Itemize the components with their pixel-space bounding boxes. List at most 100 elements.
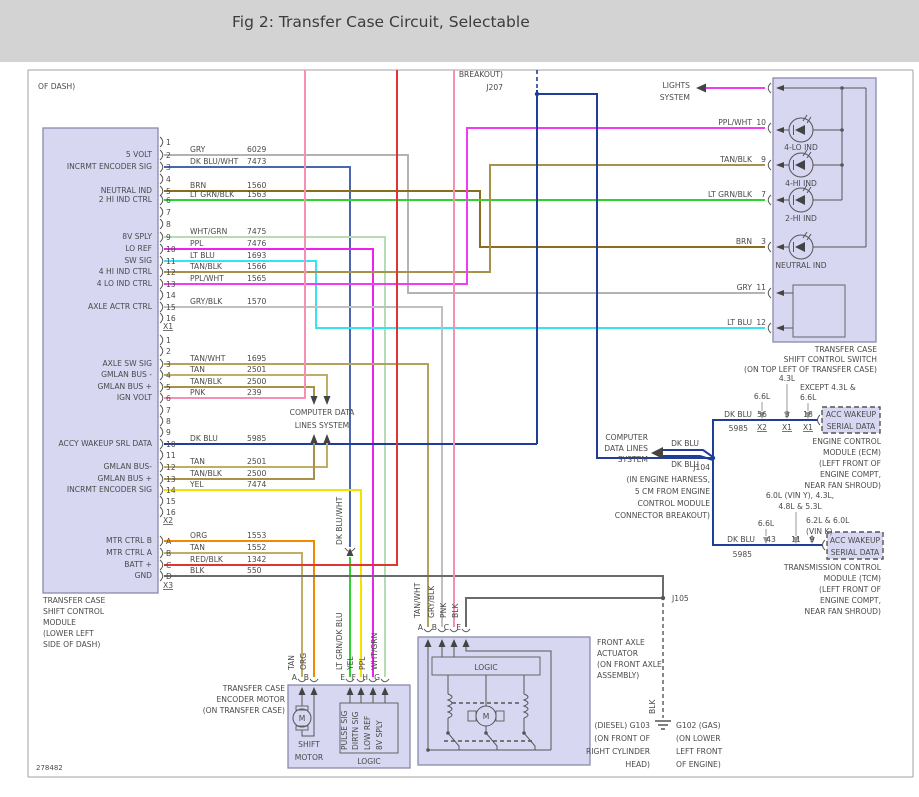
wire-tanblk-2500-b: [164, 442, 315, 480]
static-labels: TRANSFER CASE SHIFT CONTROL MODULE (LOWE…: [42, 70, 882, 769]
module.x2.rows.9.ckt: 5985: [247, 434, 266, 443]
module.x2.rows.3.sig: GMLAN BUS -: [101, 370, 152, 379]
module.x2.pins.1: 2: [166, 347, 171, 356]
module.x1.pins.7: 8: [166, 220, 171, 229]
encoder.pins.5: G: [374, 673, 380, 682]
module.x1.pins.1: 2: [166, 151, 171, 160]
module.x1.pins.8: 9: [166, 233, 171, 242]
front-axle-actuator-box: [417, 636, 591, 766]
module.x2.rows.4.sig: GMLAN BUS +: [98, 382, 153, 391]
ecm.pins.2: 18: [803, 410, 813, 419]
tswitch.pins.4.num: 11: [756, 283, 766, 292]
module.x1.pins.14: 15: [166, 303, 176, 312]
module.x1.rows.11.sig: 4 HI IND CTRL: [99, 267, 153, 276]
actuator-label: FRONT AXLE: [597, 638, 645, 647]
tcm-variant: 6.0L (VIN Y), 4.3L,: [766, 491, 834, 500]
module.x2.pins.7: 8: [166, 417, 171, 426]
module.x3.code: X3: [163, 581, 173, 590]
module.x3.pins.3: D: [166, 572, 172, 581]
module.x2.pins.14: 15: [166, 497, 176, 506]
module.x1.rows.8.wire: WHT/GRN: [190, 227, 227, 236]
encoder.pins.1: B: [304, 673, 309, 682]
tcm-variant: 6.2L & 6.0L: [806, 516, 850, 525]
motor-m-glyph: M: [299, 714, 306, 723]
switch-label: SHIFT CONTROL SWITCH: [784, 355, 877, 364]
module.x2.rows.9.wire: DK BLU: [190, 434, 218, 443]
g102-label: G102 (GAS): [676, 721, 721, 730]
tcm-label: MODULE (TCM): [824, 574, 881, 583]
module.x2.pins.3: 4: [166, 371, 171, 380]
module.x2.pins.4: 5: [166, 383, 171, 392]
actuator-label: (ON FRONT AXLE: [597, 660, 662, 669]
module-label: TRANSFER CASE: [42, 596, 105, 605]
module.x1.pins.0: 1: [166, 138, 171, 147]
wires: [164, 70, 765, 677]
ecm-acc-box-label: ACC WAKEUP: [826, 410, 877, 419]
j207-label: BREAKOUT): [459, 70, 503, 79]
wire-ltblu-1693: [164, 260, 765, 329]
module.x1.pins.11: 12: [166, 268, 176, 277]
module.x1.rows.9.wire: PPL: [190, 239, 204, 248]
module.x1.rows.2.ckt: 7473: [247, 157, 266, 166]
ecm-variant: 6.6L: [754, 392, 771, 401]
ecm.pins.1: 3: [785, 410, 790, 419]
module.x2.pins.6: 7: [166, 406, 171, 415]
g103-label: RIGHT CYLINDER: [586, 747, 651, 756]
module.x2.rows.12.ckt: 2500: [247, 469, 266, 478]
module.x3.rows.2.wire: RED/BLK: [190, 555, 224, 564]
dkblu-stub-label: DK BLU: [671, 439, 699, 448]
actuator.pins.2: C: [444, 623, 449, 632]
indicator-led-icon: [788, 117, 814, 143]
module.x1.rows.9.sig: LO REF: [125, 244, 152, 253]
ecm-label: ENGINE CONTROL: [812, 437, 881, 446]
encoder.wire_tags.4: PPL: [358, 656, 367, 670]
tswitch.pins.1.num: 9: [761, 155, 766, 164]
module.x1.rows.1.sig: 5 VOLT: [126, 150, 152, 159]
shift-motor-icon: [292, 708, 312, 728]
ecm-acc-box-label: SERIAL DATA: [827, 422, 876, 431]
wire-gry-6029: [164, 154, 765, 294]
tags.dk_blu_wht: DK BLU/WHT: [335, 496, 344, 545]
switch-label: TRANSFER CASE: [814, 345, 877, 354]
module.x1.rows.10.ckt: 1693: [247, 251, 266, 260]
wire-blk-actuator: [465, 597, 661, 627]
lights-system-label: LIGHTS: [662, 81, 690, 90]
module.x1.pins.4: 5: [166, 187, 171, 196]
wire-blk-550: [164, 575, 664, 596]
shift-control-switch-box: [772, 77, 877, 343]
module.x2.pins.15: 16: [166, 508, 176, 517]
engine-variant-arrows: [759, 384, 815, 544]
module-label: (LOWER LEFT: [43, 629, 94, 638]
module.x2.rows.11.ckt: 2501: [247, 457, 266, 466]
module.x1.rows.10.wire: LT BLU: [190, 251, 215, 260]
module.x3.rows.2.sig: BATT +: [124, 560, 152, 569]
ecm-label: MODULE (ECM): [823, 448, 881, 457]
ecm-label: ENGINE COMPT,: [820, 470, 881, 479]
tswitch.pins.1.wire: TAN/BLK: [719, 155, 753, 164]
actuator.wire_tags.2: PNK: [439, 602, 448, 618]
encoder-logic-box: [339, 702, 399, 754]
computer-data-right: COMPUTER: [605, 433, 648, 442]
top-cropped-note: OF DASH): [38, 82, 75, 91]
tcm-acc-wakeup-box: [826, 531, 884, 560]
switch-brackets: [767, 82, 772, 334]
encoder.pins.3: F: [352, 673, 356, 682]
module.x1.pins.15: 16: [166, 314, 176, 323]
ecm.pins.0: 56: [757, 410, 767, 419]
encoder.wire_tags.2: LT GRN/DK BLU: [335, 613, 344, 671]
indicator-led-icon: [788, 152, 814, 178]
wire-redblk-1342: [164, 70, 398, 566]
module.x1.rows.11.ckt: 1566: [247, 262, 266, 271]
module.x3-brackets: [159, 535, 164, 582]
tswitch.pins.0.wire: PPL/WHT: [718, 118, 752, 127]
j207-to-j104: [537, 93, 711, 459]
encoder.pins.2: E: [340, 673, 345, 682]
tswitch.pins.4.wire: GRY: [737, 283, 753, 292]
module.x3.rows.0.sig: MTR CTRL B: [106, 536, 152, 545]
wire-tanwht-1695: [164, 363, 429, 627]
module.x2.pins.0: 1: [166, 336, 171, 345]
module.x2.pins.9: 10: [166, 440, 176, 449]
module.x3.rows.1.wire: TAN: [189, 543, 205, 552]
encoder.wire_tags.1: ORG: [299, 653, 308, 670]
